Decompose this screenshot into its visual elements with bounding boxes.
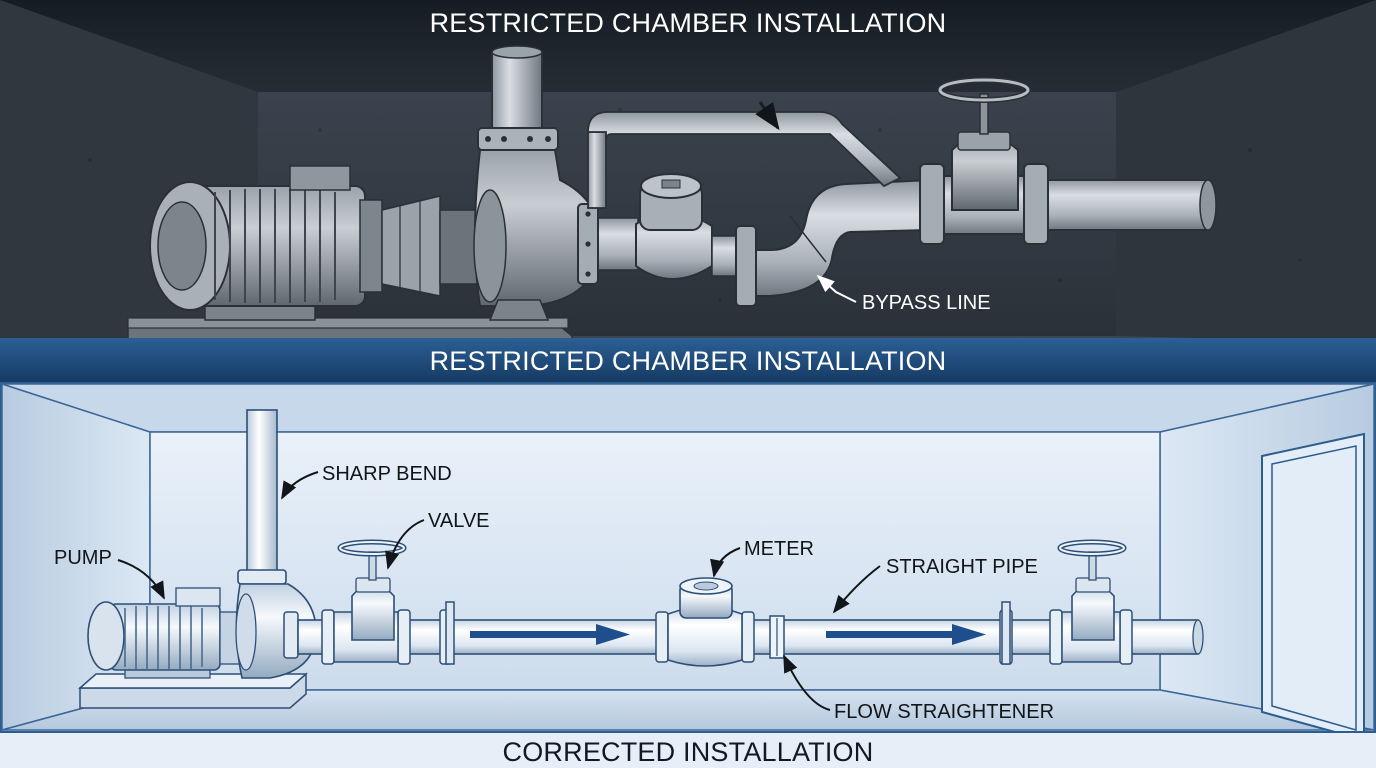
restricted-footer-title: RESTRICTED CHAMBER INSTALLATION [430,346,947,376]
flow-straightener-callout-arrow [783,654,831,711]
restricted-footer-band [0,338,1376,382]
room-door [1261,432,1365,742]
pump-label: PUMP [54,547,112,569]
corrected-footer-band [0,732,1376,768]
meter-label: METER [744,538,814,560]
top-main-pipeline [577,77,1217,307]
room-ceiling [1,383,1375,433]
valve-label: VALVE [428,510,490,532]
bottom-motor [87,587,243,679]
corrected-footer-title: CORRECTED INSTALLATION [503,737,874,767]
pump-plinth-top [127,317,569,329]
top-motor [149,165,481,321]
bottom-straight-pipeline [297,601,1204,665]
corrected-room-panel: PUMP SHARP BEND VALVE METER STRAIGHT PIP… [0,382,1376,768]
chamber-right-wall [1116,0,1376,342]
top-bypass-pipe [587,101,902,209]
valve-callout-arrow [385,519,425,570]
straight-pipe-label: STRAIGHT PIPE [886,556,1038,578]
bottom-pump [235,409,317,679]
top-panel-title: RESTRICTED CHAMBER INSTALLATION [430,8,947,38]
restricted-chamber-panel: BYPASS LINE RESTRICTED CHAMBER INSTALLAT… [0,0,1376,380]
pump-callout-arrow [117,559,165,600]
bottom-meter [667,577,743,667]
bottom-valve-2 [1057,539,1127,663]
bypass-line-label: BYPASS LINE [862,292,991,314]
bottom-valve-1 [333,539,407,663]
flow-direction-arrows [470,624,986,645]
chamber-ceiling [0,0,1376,92]
sharp-bend-label: SHARP BEND [322,463,452,485]
meter-callout-arrow [710,547,741,578]
bypass-line-callout: BYPASS LINE [816,274,991,314]
flow-straightener-label: FLOW STRAIGHTENER [834,701,1054,723]
straight-pipe-callout-arrow [832,565,881,614]
top-pump [473,45,602,321]
sharp-bend-callout-arrow [281,471,319,500]
